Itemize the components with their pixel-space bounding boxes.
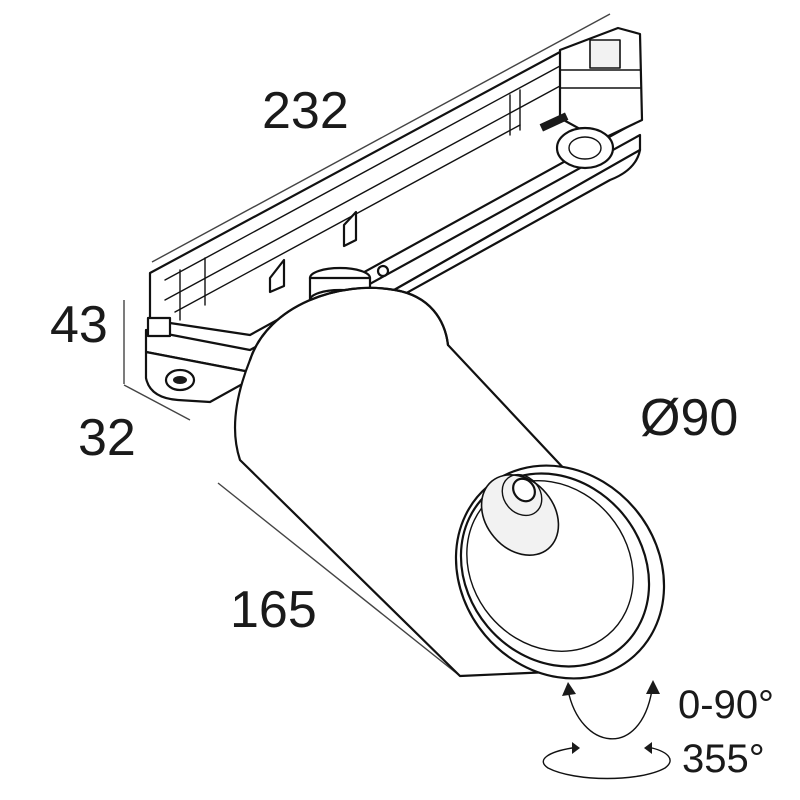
depth-dimension-line bbox=[123, 384, 191, 421]
pan-arrow-right-icon bbox=[644, 742, 652, 754]
body-length-label: 165 bbox=[230, 581, 317, 639]
tilt-arrow-left-icon bbox=[562, 682, 576, 696]
adapter-clip-right bbox=[342, 210, 358, 248]
pan-arrow-left-icon bbox=[572, 742, 580, 754]
depth-label: 32 bbox=[78, 409, 136, 467]
dimension-lines bbox=[123, 13, 611, 677]
adapter-knob bbox=[555, 126, 615, 170]
body-length-dimension-line bbox=[217, 482, 461, 677]
pan-arc bbox=[542, 747, 671, 780]
cylinder-top-edge bbox=[248, 286, 450, 362]
adapter-clip-left bbox=[268, 258, 286, 294]
adapter-knob-inner bbox=[568, 136, 602, 160]
pan-label: 355° bbox=[682, 737, 765, 781]
track-adapter bbox=[144, 26, 644, 404]
adapter-slot-line-3 bbox=[174, 124, 521, 313]
adapter-connector-detail bbox=[589, 39, 621, 69]
reflector-inner bbox=[501, 473, 543, 517]
tilt-arrow-right-icon bbox=[646, 680, 660, 694]
adapter-end-tab bbox=[146, 316, 172, 338]
spotlight-body bbox=[233, 286, 666, 680]
diameter-label: Ø90 bbox=[640, 389, 738, 447]
led-module bbox=[512, 477, 536, 503]
tilt-label: 0-90° bbox=[678, 683, 774, 727]
tilt-arc bbox=[567, 689, 653, 740]
rotation-indicator bbox=[542, 680, 671, 780]
height-label: 43 bbox=[50, 296, 108, 354]
adapter-knob-teeth bbox=[539, 112, 569, 132]
stem-screw bbox=[376, 264, 390, 278]
rail-length-label: 232 bbox=[262, 82, 349, 140]
adapter-base bbox=[144, 148, 642, 404]
adapter-screw-slot bbox=[173, 376, 187, 384]
rail-length-dimension-line bbox=[151, 13, 611, 263]
